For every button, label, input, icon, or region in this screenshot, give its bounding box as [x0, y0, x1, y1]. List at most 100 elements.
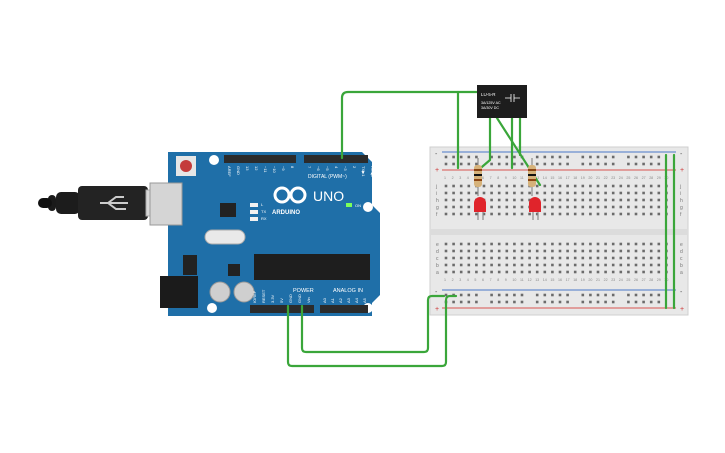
breadboard-hole[interactable] [528, 263, 531, 267]
breadboard-hole[interactable] [581, 212, 585, 216]
breadboard-hole[interactable] [444, 198, 448, 202]
breadboard-hole[interactable] [642, 212, 645, 216]
breadboard-hole[interactable] [482, 249, 486, 253]
breadboard-hole[interactable] [535, 184, 539, 188]
breadboard-hole[interactable] [604, 205, 607, 209]
breadboard-hole[interactable] [497, 249, 501, 253]
breadboard-hole[interactable] [649, 270, 653, 274]
breadboard-hole[interactable] [558, 270, 562, 274]
breadboard-hole[interactable] [596, 205, 600, 209]
breadboard-hole[interactable] [459, 198, 463, 202]
rail-hole[interactable] [444, 162, 448, 166]
breadboard-hole[interactable] [604, 212, 607, 216]
breadboard-hole[interactable] [611, 205, 615, 209]
breadboard-hole[interactable] [497, 191, 501, 195]
breadboard-hole[interactable] [535, 263, 539, 267]
breadboard-hole[interactable] [611, 212, 615, 216]
breadboard-hole[interactable] [649, 249, 653, 253]
breadboard-hole[interactable] [490, 263, 493, 267]
breadboard-hole[interactable] [535, 242, 539, 246]
rail-hole[interactable] [558, 293, 562, 297]
rail-hole[interactable] [657, 155, 661, 159]
breadboard-hole[interactable] [558, 249, 562, 253]
breadboard-hole[interactable] [634, 191, 638, 195]
breadboard-hole[interactable] [520, 198, 524, 202]
breadboard-hole[interactable] [581, 249, 585, 253]
breadboard-hole[interactable] [581, 198, 585, 202]
breadboard-hole[interactable] [657, 198, 661, 202]
rail-hole[interactable] [649, 155, 653, 159]
breadboard-hole[interactable] [649, 205, 653, 209]
breadboard-hole[interactable] [543, 205, 547, 209]
breadboard-hole[interactable] [611, 249, 615, 253]
breadboard-hole[interactable] [649, 263, 653, 267]
breadboard-hole[interactable] [589, 191, 592, 195]
breadboard-hole[interactable] [551, 256, 554, 260]
rail-hole[interactable] [467, 300, 471, 304]
breadboard-hole[interactable] [551, 242, 554, 246]
breadboard-hole[interactable] [558, 198, 562, 202]
breadboard-hole[interactable] [642, 198, 645, 202]
breadboard-hole[interactable] [459, 242, 463, 246]
rail-hole[interactable] [490, 162, 493, 166]
breadboard-hole[interactable] [467, 198, 471, 202]
breadboard-hole[interactable] [619, 191, 623, 195]
rail-hole[interactable] [642, 300, 645, 304]
breadboard-hole[interactable] [482, 263, 486, 267]
breadboard-hole[interactable] [467, 242, 471, 246]
breadboard-hole[interactable] [551, 184, 554, 188]
breadboard-hole[interactable] [520, 191, 524, 195]
rail-hole[interactable] [467, 162, 471, 166]
breadboard-hole[interactable] [611, 184, 615, 188]
breadboard-hole[interactable] [528, 198, 531, 202]
rail-hole[interactable] [596, 162, 600, 166]
breadboard-hole[interactable] [604, 191, 607, 195]
rail-hole[interactable] [475, 155, 478, 159]
breadboard-hole[interactable] [611, 256, 615, 260]
rail-hole[interactable] [611, 155, 615, 159]
breadboard-hole[interactable] [589, 242, 592, 246]
breadboard-hole[interactable] [573, 205, 577, 209]
breadboard-hole[interactable] [558, 242, 562, 246]
wire-gnd-to-rail[interactable] [300, 294, 446, 354]
breadboard-hole[interactable] [573, 212, 577, 216]
breadboard-hole[interactable] [475, 191, 478, 195]
breadboard-hole[interactable] [619, 242, 623, 246]
breadboard-hole[interactable] [566, 212, 569, 216]
breadboard-hole[interactable] [505, 270, 509, 274]
breadboard-hole[interactable] [551, 191, 554, 195]
breadboard-hole[interactable] [581, 205, 585, 209]
breadboard-hole[interactable] [459, 212, 463, 216]
breadboard-hole[interactable] [505, 256, 509, 260]
breadboard-hole[interactable] [619, 263, 623, 267]
breadboard-hole[interactable] [642, 249, 645, 253]
rail-hole[interactable] [551, 293, 554, 297]
rail-hole[interactable] [589, 162, 592, 166]
rail-hole[interactable] [558, 155, 562, 159]
rail-hole[interactable] [611, 300, 615, 304]
breadboard-hole[interactable] [551, 249, 554, 253]
breadboard-hole[interactable] [467, 212, 471, 216]
breadboard-hole[interactable] [513, 184, 516, 188]
rail-hole[interactable] [513, 300, 516, 304]
breadboard-hole[interactable] [520, 205, 524, 209]
breadboard-hole[interactable] [475, 256, 478, 260]
breadboard-hole[interactable] [596, 270, 600, 274]
breadboard-hole[interactable] [657, 263, 661, 267]
breadboard-hole[interactable] [573, 256, 577, 260]
breadboard-hole[interactable] [543, 249, 547, 253]
breadboard-hole[interactable] [596, 212, 600, 216]
breadboard-hole[interactable] [589, 184, 592, 188]
breadboard-hole[interactable] [543, 263, 547, 267]
breadboard-hole[interactable] [589, 205, 592, 209]
breadboard-hole[interactable] [459, 249, 463, 253]
breadboard-hole[interactable] [444, 191, 448, 195]
breadboard-hole[interactable] [649, 184, 653, 188]
breadboard-hole[interactable] [604, 242, 607, 246]
breadboard-hole[interactable] [611, 263, 615, 267]
breadboard-hole[interactable] [444, 242, 448, 246]
breadboard-hole[interactable] [558, 263, 562, 267]
breadboard-hole[interactable] [520, 212, 524, 216]
rail-hole[interactable] [604, 155, 607, 159]
breadboard-hole[interactable] [490, 256, 493, 260]
